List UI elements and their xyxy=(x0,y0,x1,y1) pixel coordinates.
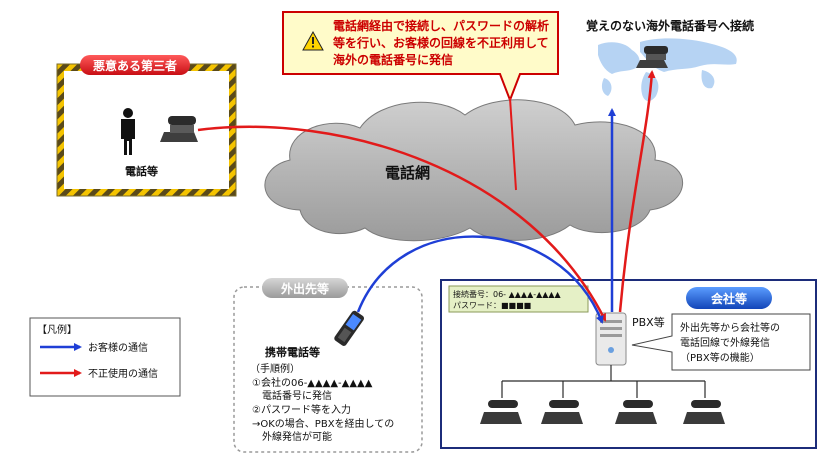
malicious-person-icon xyxy=(121,108,135,155)
outside-step-2: 電話番号に発信 xyxy=(252,389,332,402)
outside-step-1: ①会社の06-▲▲▲▲-▲▲▲▲ xyxy=(252,376,373,389)
pbx-note-line-2: 電話回線で外線発信 xyxy=(680,336,770,349)
pbx-icon xyxy=(595,312,627,366)
outside-step-3: ②パスワード等を入力 xyxy=(252,403,351,416)
legend-box xyxy=(29,317,181,397)
third-party-phone-label: 電話等 xyxy=(125,164,158,178)
outside-step-5: 外線発信が可能 xyxy=(252,430,332,443)
company-badge: 会社等 xyxy=(686,287,772,309)
third-party-phone-icon xyxy=(160,116,198,142)
pbx-note-line-1: 外出先等から会社等の xyxy=(680,321,780,334)
pbx-note-line-3: （PBX等の機能） xyxy=(680,351,760,364)
overseas-label: 覚えのない海外電話番号へ接続 xyxy=(586,18,754,33)
office-phone-icon xyxy=(541,400,583,424)
warning-icon xyxy=(302,30,324,51)
outside-location-badge: 外出先等 xyxy=(262,278,348,298)
outside-step-0: （手順例） xyxy=(250,362,300,375)
credentials-number: 接続番号：06- ▲▲▲▲-▲▲▲▲ xyxy=(453,289,562,299)
third-party-title: 悪意ある第三者 xyxy=(93,58,177,73)
third-party-badge: 悪意ある第三者 xyxy=(80,55,190,75)
legend-label-customer: お客様の通信 xyxy=(88,341,148,354)
legend-label-fraud: 不正使用の通信 xyxy=(88,367,158,380)
pbx-label: PBX等 xyxy=(632,315,665,329)
warning-line-2: 等を行い、お客様の回線を不正利用して xyxy=(332,35,549,50)
phone-network-cloud xyxy=(264,99,684,242)
fraud-outbound-path xyxy=(618,70,656,313)
credentials-password: パスワード：■■■■ xyxy=(453,301,531,310)
company-title: 会社等 xyxy=(711,291,747,306)
warning-callout xyxy=(282,11,559,103)
office-phone-icon xyxy=(683,400,725,424)
malicious-call-path xyxy=(197,125,607,322)
warning-line-3: 海外の電話番号に発信 xyxy=(333,52,453,67)
phone-network-label: 電話網 xyxy=(385,164,430,182)
office-phone-icon xyxy=(615,400,657,424)
credentials-box xyxy=(448,285,589,313)
malicious-callout-pointer xyxy=(509,97,517,191)
customer-call-path xyxy=(356,235,604,324)
outside-location-title: 外出先等 xyxy=(281,281,329,296)
warning-line-1: 電話網経由で接続し、パスワードの解析 xyxy=(333,18,549,33)
legend-title: 【凡例】 xyxy=(37,323,77,336)
pbx-note-callout xyxy=(631,313,811,371)
office-phone-icon xyxy=(480,400,522,424)
mobile-phone-icon xyxy=(334,310,365,346)
mobile-phone-label: 携帯電話等 xyxy=(265,345,320,359)
outside-step-4: →OKの場合、PBXを経由しての xyxy=(252,417,394,430)
internal-wiring xyxy=(501,365,706,398)
overseas-phone-icon xyxy=(636,46,668,68)
